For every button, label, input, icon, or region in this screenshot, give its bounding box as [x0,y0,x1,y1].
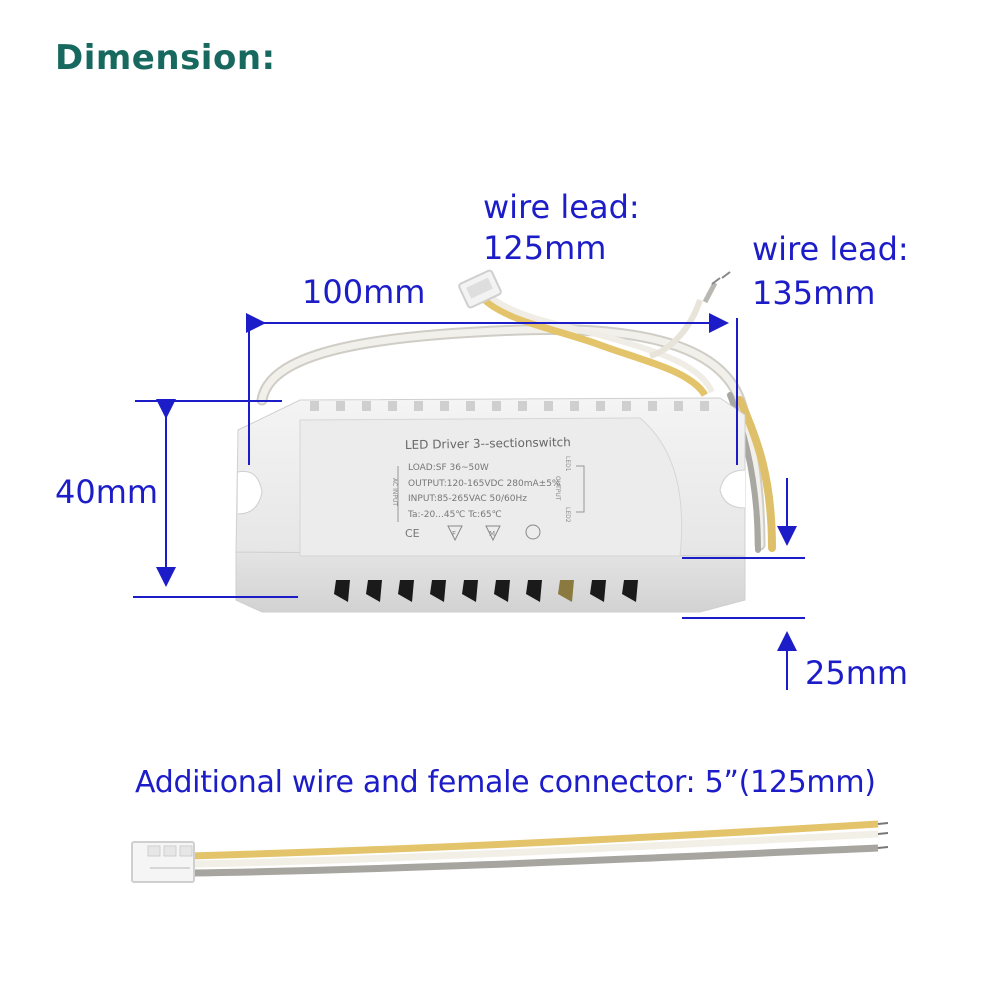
driver-output-side: OUTPUT [554,476,561,501]
driver-led1: LED1 [564,456,571,472]
wire-lead-input-value: 125mm [483,229,607,267]
additional-wire-connector [131,820,889,883]
additional-wire-caption: Additional wire and female connector: 5”… [135,765,876,800]
driver-load: LOAD:SF 36~50W [408,463,489,473]
driver-temp: Ta:-20...45℃ Tc:65℃ [407,510,502,520]
led-driver-box: LED Driver 3--sectionswitch LOAD:SF 36~5… [235,397,746,613]
top-vents [310,401,709,411]
wire-lead-output-label: wire lead: [752,230,909,268]
length-dimension-label: 100mm [302,273,426,311]
wire-lead-input-label: wire lead: [483,188,640,226]
small-connector [458,269,502,309]
m-mark: M [489,530,495,538]
ce-mark: CE [405,527,420,540]
f-mark: F [452,530,456,538]
driver-led2: LED2 [564,507,571,523]
wire-lead-output-value: 135mm [752,274,876,312]
driver-ac-input: AC INPUT [391,478,398,506]
width-dimension-label: 40mm [55,473,159,511]
driver-title: LED Driver 3--sectionswitch [405,435,571,452]
driver-input: INPUT:85-265VAC 50/60Hz [408,494,527,504]
height-dimension-label: 25mm [805,654,909,692]
safety-mark-icon [525,524,541,540]
dimension-lines [133,313,805,690]
page-title: Dimension: [55,38,276,78]
front-vents [334,580,638,602]
driver-output: OUTPUT:120-165VDC 280mA±5% [408,479,561,489]
